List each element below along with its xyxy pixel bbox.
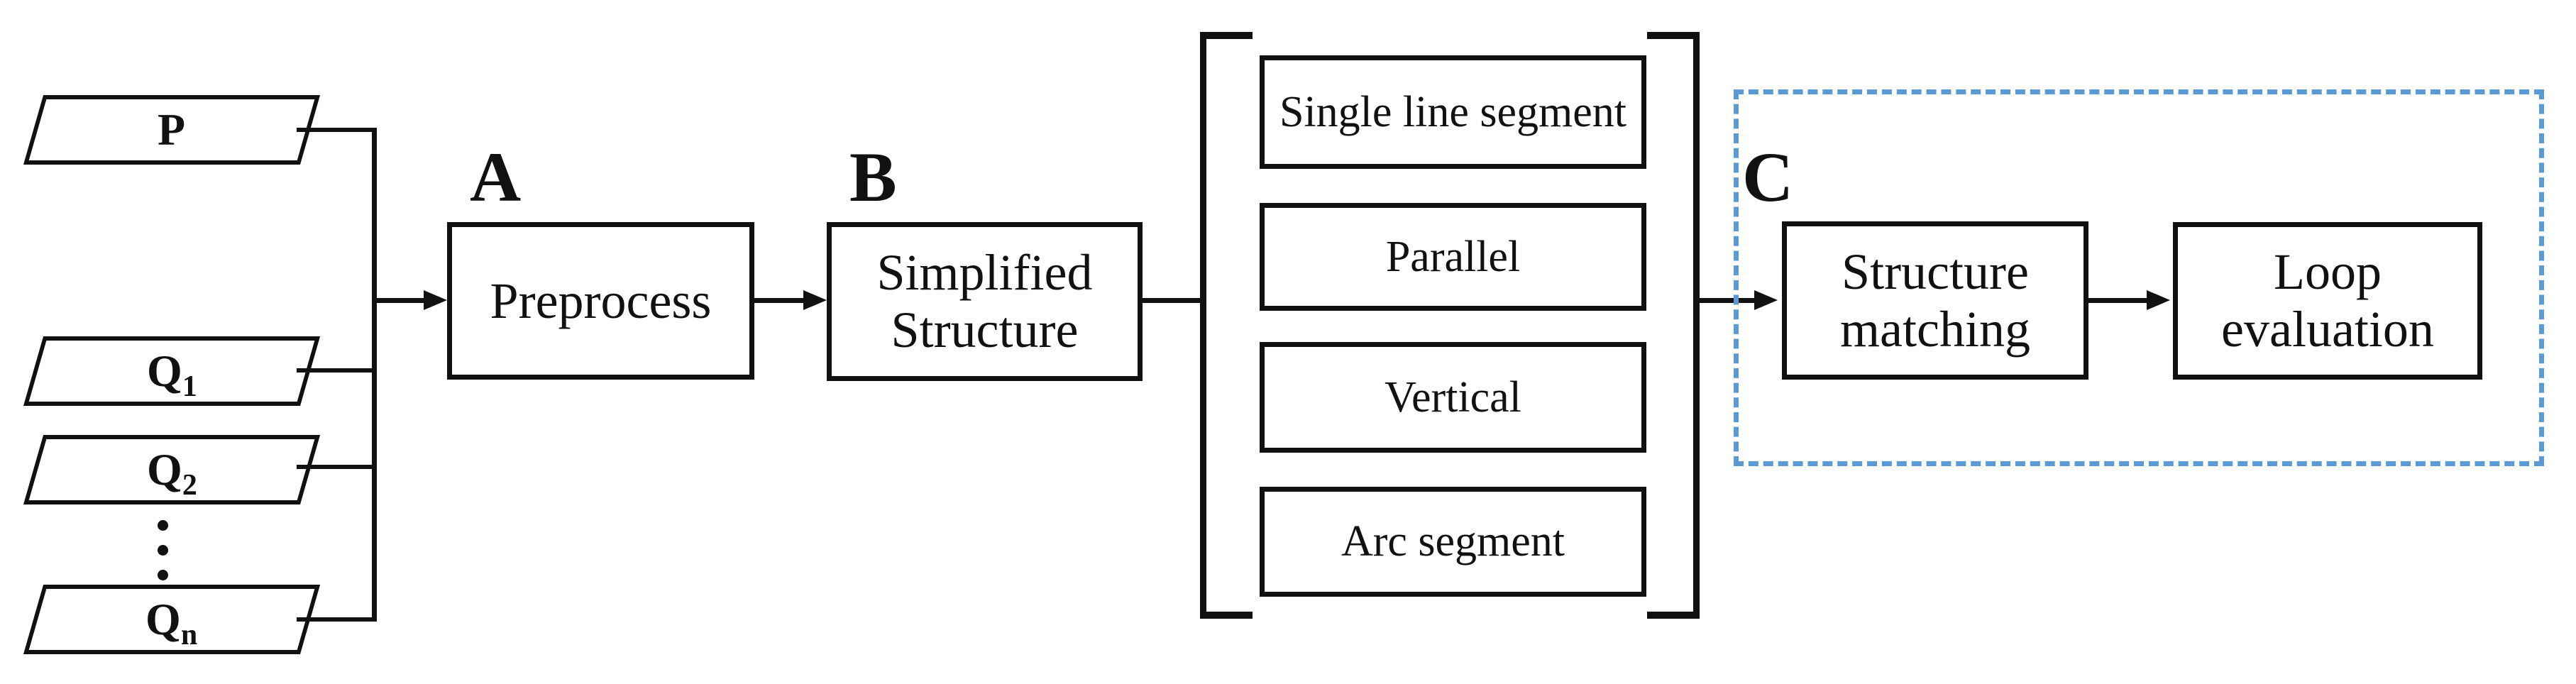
bracket-right-bar [1693, 32, 1700, 619]
bracket-item-single-line-segment: Single line segment [1260, 55, 1646, 169]
bracket-item-label: Vertical [1385, 373, 1521, 421]
loop-evaluation-box-label: Loop evaluation [2221, 243, 2434, 358]
input-parallelogram-qn: Qn [23, 585, 321, 654]
input-label-q2: Q2 [146, 444, 197, 502]
input-parallelogram-p: P [23, 95, 321, 165]
ellipsis-dot [158, 545, 168, 556]
input-parallelogram-q1: Q1 [23, 336, 321, 406]
simplified-structure-box-label: Simplified Structure [876, 244, 1093, 358]
loop-evaluation-box: Loop evaluation [2173, 222, 2482, 380]
bracket-item-label: Arc segment [1341, 517, 1565, 566]
connector-p-to-bus [297, 128, 376, 132]
bracket-right-top-serif [1647, 32, 1700, 39]
bracket-left-bottom-serif [1200, 612, 1253, 619]
bracket-item-label: Parallel [1385, 232, 1521, 281]
stage-c-dashed-group [1734, 89, 2544, 466]
input-parallelogram-q2: Q2 [23, 435, 321, 504]
arrowhead-to-simplified [803, 290, 827, 310]
stage-label-b: B [849, 138, 897, 216]
bus-line [372, 128, 377, 622]
bracket-item-arc-segment: Arc segment [1260, 487, 1646, 597]
structure-matching-box-label: Structure matching [1840, 243, 2030, 358]
arrow-shaft-to-preprocess [374, 298, 425, 303]
ellipsis-dot [158, 520, 168, 531]
connector-q1-to-bus [297, 368, 376, 373]
preprocess-box: Preprocess [447, 222, 754, 380]
stage-label-c: C [1742, 138, 1794, 216]
structure-matching-box: Structure matching [1782, 221, 2088, 380]
bracket-item-label: Single line segment [1279, 87, 1627, 136]
bracket-right-bottom-serif [1647, 612, 1700, 619]
arrow-shaft-to-simplified [754, 298, 805, 303]
arrowhead-to-loop-evaluation [2147, 290, 2170, 310]
bracket-left-top-serif [1200, 32, 1253, 39]
arrowhead-to-preprocess [424, 290, 447, 310]
arrow-shaft-to-structure-matching [1700, 298, 1756, 303]
connector-simplified-to-bracket [1143, 298, 1203, 303]
input-label-q1: Q1 [146, 346, 197, 403]
bracket-item-vertical: Vertical [1260, 342, 1646, 453]
bracket-left-bar [1200, 32, 1206, 619]
connector-q2-to-bus [297, 465, 376, 469]
simplified-structure-box: Simplified Structure [827, 222, 1143, 381]
stage-label-a: A [470, 138, 522, 216]
arrow-shaft-to-loop-evaluation [2088, 298, 2149, 303]
bracket-item-parallel: Parallel [1260, 203, 1646, 311]
input-label-qn: Qn [145, 594, 198, 651]
arrowhead-to-structure-matching [1754, 290, 1778, 310]
connector-qn-to-bus [297, 617, 376, 622]
preprocess-box-label: Preprocess [490, 272, 712, 329]
input-label-p: P [158, 104, 186, 155]
ellipsis-dot [158, 570, 168, 580]
